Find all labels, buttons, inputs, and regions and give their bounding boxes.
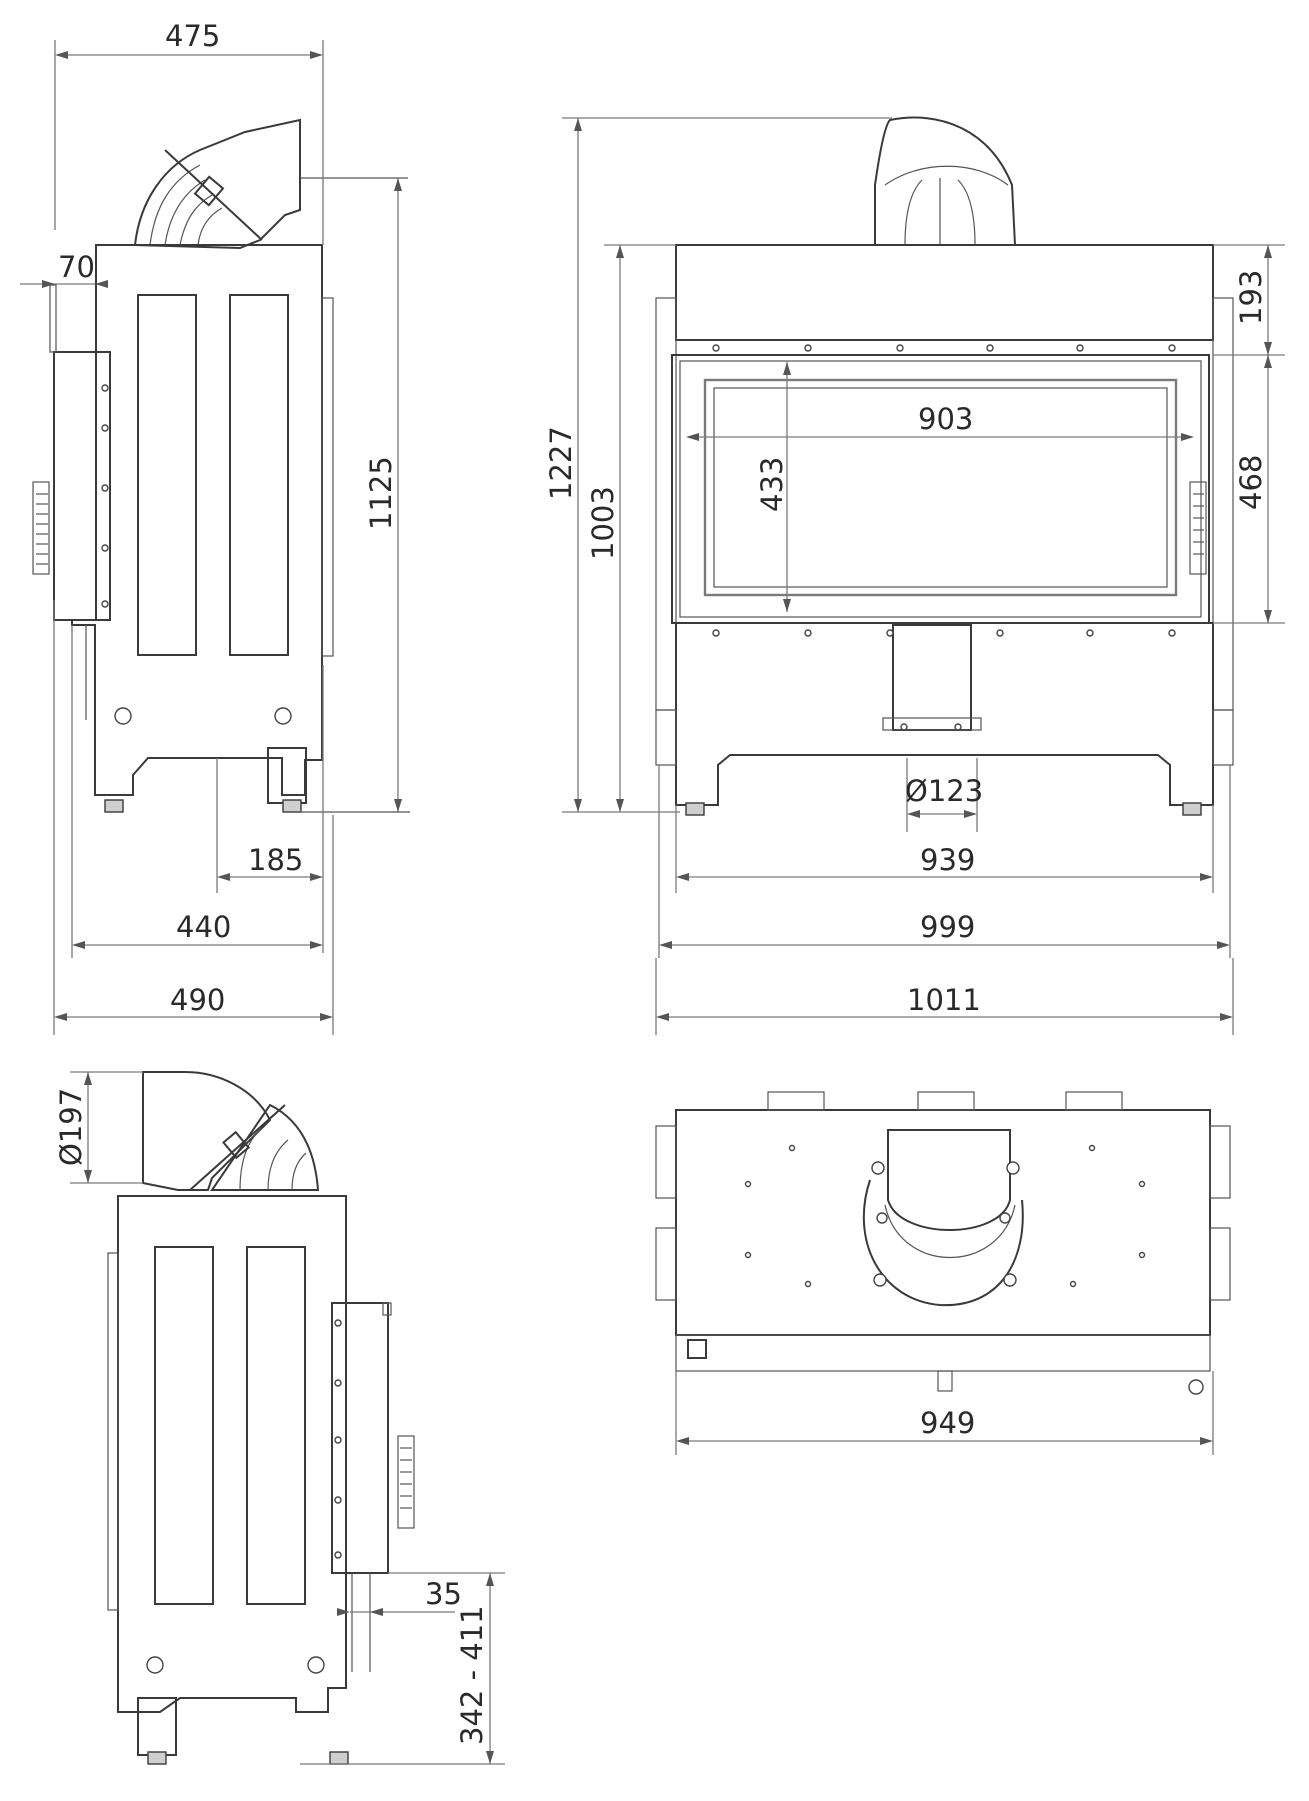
dim-1125: 1125 <box>364 456 398 530</box>
dim-433: 433 <box>755 457 789 512</box>
dim-939: 939 <box>920 843 975 877</box>
dim-ø197: Ø197 <box>54 1088 88 1166</box>
dim-1227: 1227 <box>544 426 578 500</box>
dim-35: 35 <box>425 1577 462 1611</box>
dim-193: 193 <box>1234 270 1268 325</box>
flue-elbow-right: Ø197 <box>54 1071 320 1191</box>
front-dimensions: 1227 1003 193 468 903 433 Ø123 <box>544 117 1285 1035</box>
dim-ø123: Ø123 <box>905 774 983 808</box>
front-bolts <box>712 344 1176 731</box>
dim-185: 185 <box>248 843 303 877</box>
top-body <box>675 1109 1211 1336</box>
left-side-view: 475 70 1125 185 440 490 <box>20 19 410 1035</box>
right-side-dimensions: 35 342 - 411 <box>300 1572 505 1765</box>
dim-949: 949 <box>920 1406 975 1440</box>
top-dimensions: 949 <box>675 1371 1214 1455</box>
dim-468: 468 <box>1234 455 1268 510</box>
right-side-body <box>107 1195 415 1765</box>
dim-903: 903 <box>918 402 973 436</box>
dim-475: 475 <box>165 19 220 53</box>
left-side-dimensions: 475 70 1125 185 440 490 <box>20 19 410 1035</box>
dim-70: 70 <box>58 250 95 284</box>
top-view: 949 <box>655 1091 1231 1455</box>
dim-1011: 1011 <box>907 983 981 1017</box>
air-inlet <box>892 624 972 731</box>
side-body <box>32 244 334 813</box>
dim-999: 999 <box>920 910 975 944</box>
flue-collar <box>874 116 1017 246</box>
door-frame <box>671 354 1210 624</box>
right-side-view: Ø197 35 <box>54 1071 505 1765</box>
dim-440: 440 <box>176 910 231 944</box>
glass-panel <box>703 378 1178 597</box>
front-view: 1227 1003 193 468 903 433 Ø123 <box>544 116 1285 1035</box>
front-top-section <box>675 244 1214 341</box>
dim-342-411: 342 - 411 <box>455 1605 489 1745</box>
flue-elbow <box>133 118 408 250</box>
dim-490: 490 <box>170 983 225 1017</box>
rear-vent-grille <box>36 493 48 565</box>
flue-outlet-top <box>862 1129 1024 1307</box>
dim-1003: 1003 <box>586 486 620 560</box>
